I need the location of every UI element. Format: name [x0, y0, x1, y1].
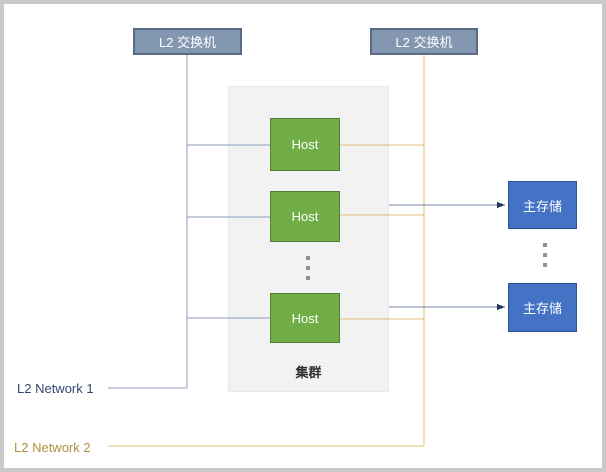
l2-switch-1: L2 交换机 — [133, 28, 242, 55]
network1-lines — [108, 55, 270, 389]
primary-storage-1-label: 主存储 — [522, 198, 562, 214]
storages-vertical-ellipsis-icon — [543, 243, 547, 267]
l2-switch-1-label: L2 交换机 — [158, 35, 217, 50]
host-node-2-label: Host — [291, 209, 319, 224]
host-node-2: Host — [270, 191, 340, 242]
l2-network-1-label: L2 Network 1 — [17, 381, 94, 396]
primary-storage-1: 主存储 — [508, 181, 577, 229]
cluster-label: 集群 — [295, 365, 322, 380]
l2-switch-2: L2 交换机 — [370, 28, 478, 55]
host-node-1-label: Host — [291, 137, 319, 152]
primary-storage-2: 主存储 — [508, 283, 577, 332]
network2-lines — [108, 55, 425, 447]
l2-switch-2-label: L2 交换机 — [395, 35, 453, 50]
host-node-3-label: Host — [291, 310, 319, 326]
primary-storage-2-label: 主存储 — [522, 301, 562, 316]
storage-arrows — [389, 201, 505, 311]
hosts-vertical-ellipsis-icon — [306, 256, 310, 280]
host-node-3: Host — [270, 293, 340, 343]
l2-network-2-label: L2 Network 2 — [14, 440, 91, 455]
host-node-1: Host — [270, 118, 340, 171]
